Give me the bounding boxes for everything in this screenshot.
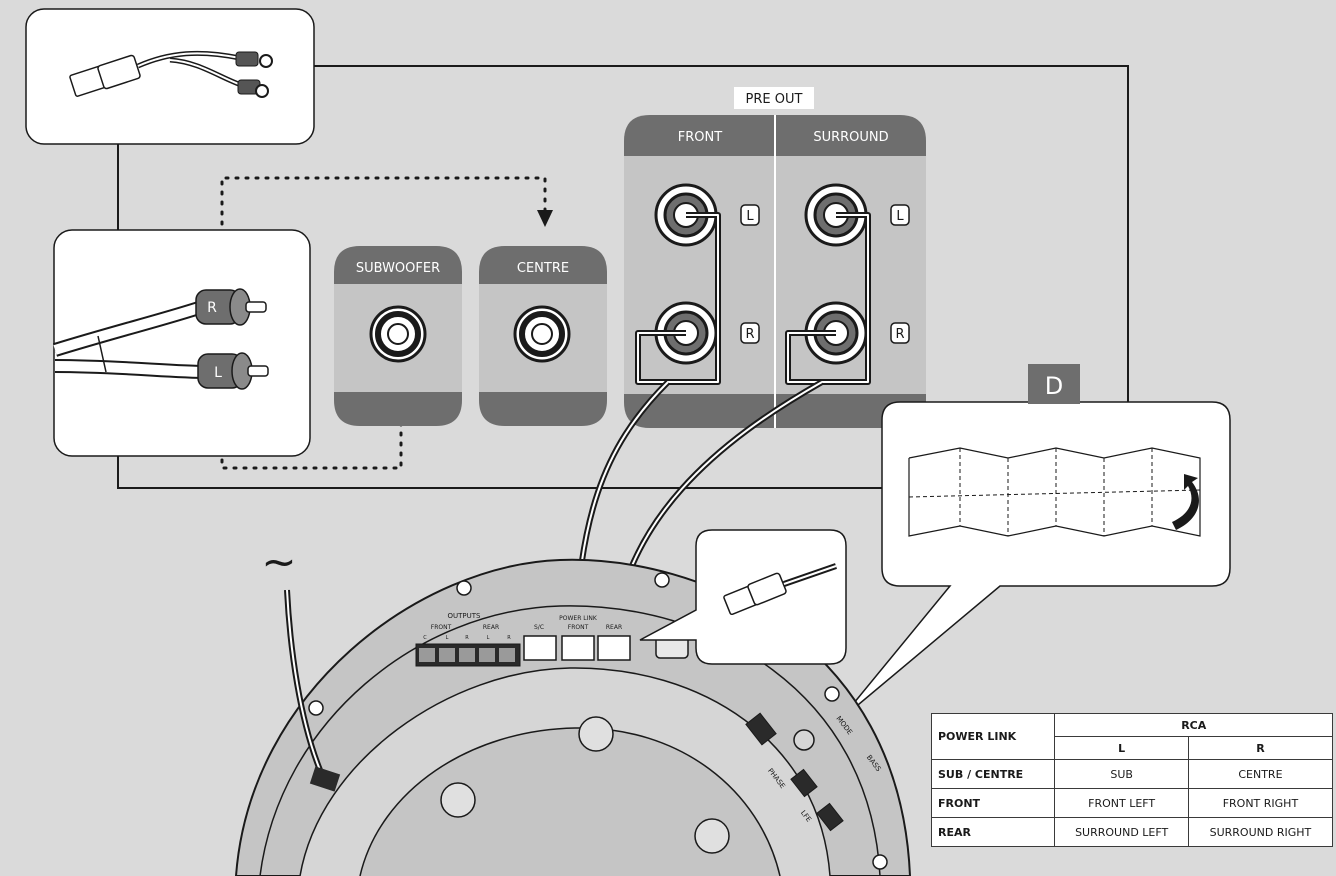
centre-arrow-icon — [537, 210, 553, 227]
pre-out-label: PRE OUT — [746, 92, 803, 107]
powerlink-rca-table: POWER LINK RCA L R SUB / CENTRE SUB CENT… — [930, 713, 1334, 847]
powerlink-to-rca-cable-detail — [25, 8, 315, 145]
rca-plug-l-label: L — [214, 365, 222, 381]
rca-plug-r-label: R — [207, 300, 217, 316]
screw-hole-2 — [578, 716, 614, 752]
row-name: SUB / CENTRE — [930, 759, 1056, 789]
mains-symbol: ~ — [261, 537, 296, 586]
rj45-callout — [639, 529, 847, 665]
centre-rca-jack — [513, 305, 571, 363]
row-name: REAR — [930, 817, 1056, 847]
screw-hole-3 — [694, 818, 730, 854]
col-rca-header: RCA — [1054, 713, 1333, 737]
mode-switch — [745, 712, 777, 746]
powerlink-front-label: FRONT — [568, 624, 589, 631]
surround-rca-cable — [785, 212, 871, 385]
table-row: SUB / CENTRE SUB CENTRE — [930, 759, 1334, 789]
subwoofer-output-panel: SUBWOOFER — [334, 246, 462, 426]
sc-port — [523, 635, 557, 661]
out-r1-label: R — [465, 635, 469, 641]
row-name: FRONT — [930, 788, 1056, 818]
subwoofer-dotted-path — [220, 398, 403, 470]
col-rca-l-header: L — [1054, 736, 1189, 760]
out-l2-label: L — [487, 635, 490, 641]
out-r2-label: R — [507, 635, 511, 641]
rj45-plug-icon — [69, 50, 245, 97]
centre-label: CENTRE — [517, 261, 569, 276]
front-label: FRONT — [678, 130, 722, 145]
centre-output-panel: CENTRE — [479, 246, 607, 426]
front-rca-cable — [635, 212, 721, 385]
powerlink-rear-port — [597, 635, 631, 661]
row-r-value: CENTRE — [1187, 759, 1334, 789]
surround-l-badge: L — [896, 209, 904, 224]
rca-plug-icon — [235, 51, 273, 98]
subwoofer-rca-jack — [369, 305, 427, 363]
rca-plug-detail: R L — [52, 229, 311, 457]
row-l-value: SURROUND LEFT — [1054, 817, 1189, 847]
row-r-value: SURROUND RIGHT — [1187, 817, 1334, 847]
table-row: FRONT FRONT LEFT FRONT RIGHT — [930, 788, 1334, 818]
powerlink-label: POWER LINK — [559, 615, 598, 622]
col-rca-r-header: R — [1187, 736, 1334, 760]
surround-r-badge: R — [895, 327, 904, 342]
power-connector — [309, 766, 341, 792]
phase-switch — [790, 768, 818, 798]
col-powerlink-header: POWER LINK — [930, 713, 1056, 760]
outputs-label: OUTPUTS — [448, 612, 482, 620]
sc-label: S/C — [534, 624, 544, 631]
powerlink-rear-label: REAR — [606, 624, 622, 631]
surround-label: SURROUND — [813, 130, 888, 145]
row-l-value: SUB — [1054, 759, 1189, 789]
out-l1-label: L — [446, 635, 449, 641]
front-r-badge: R — [745, 327, 754, 342]
fold-arrow-icon — [1172, 474, 1199, 530]
outputs-front-label: FRONT — [431, 624, 452, 631]
pre-out-panel: FRONT SURROUND L R L R — [624, 115, 926, 428]
lfe-switch — [816, 802, 844, 832]
out-c-label: C — [423, 635, 427, 641]
output-terminals — [415, 643, 521, 667]
manual-fold-callout — [839, 401, 1231, 721]
step-d-label: D — [1045, 372, 1063, 400]
table-row: REAR SURROUND LEFT SURROUND RIGHT — [930, 817, 1334, 847]
outputs-rear-label: REAR — [483, 624, 499, 631]
row-r-value: FRONT RIGHT — [1187, 788, 1334, 818]
subwoofer-label: SUBWOOFER — [356, 261, 440, 276]
screw-hole-1 — [440, 782, 476, 818]
folded-manual-icon — [908, 447, 1201, 537]
row-l-value: FRONT LEFT — [1054, 788, 1189, 818]
front-l-badge: L — [746, 209, 754, 224]
bass-knob — [793, 729, 815, 751]
powerlink-front-port — [561, 635, 595, 661]
